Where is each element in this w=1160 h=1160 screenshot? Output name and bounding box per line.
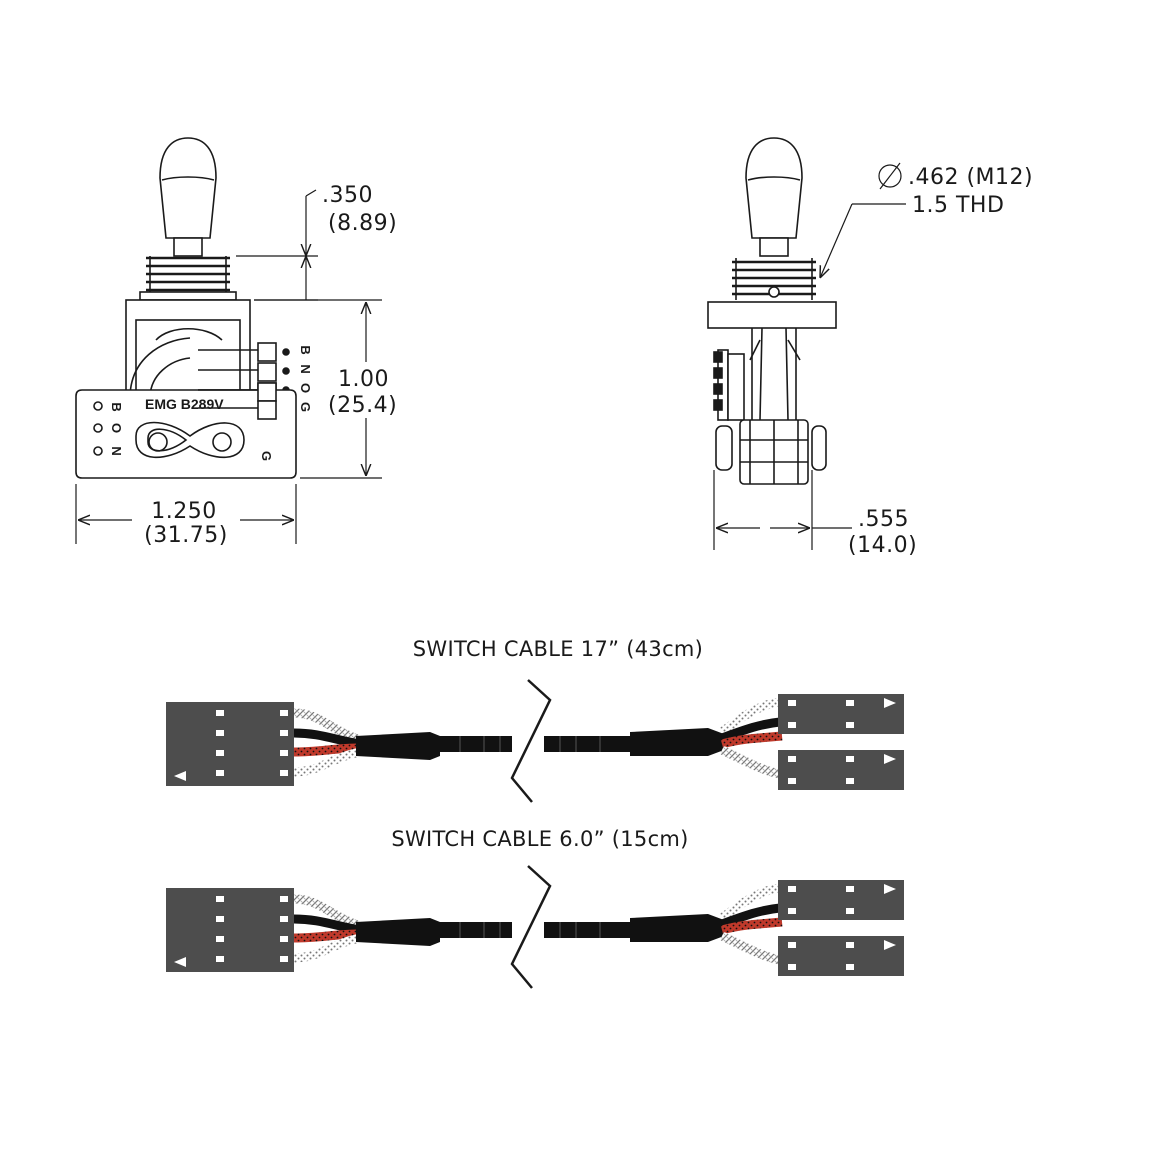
- board-pin-o: O: [109, 423, 124, 433]
- dim-350-mm: (8.89): [328, 211, 397, 236]
- pin-label-o: O: [298, 383, 313, 393]
- cable-1: [166, 679, 904, 803]
- board-pin-n: N: [109, 446, 124, 455]
- side-threaded-bushing: [732, 258, 816, 300]
- cable-2-left-connector: [166, 888, 294, 972]
- dim-555-mm: (14.0): [848, 533, 917, 558]
- dim-1250-mm: (31.75): [144, 523, 228, 548]
- pin-label-b: B: [298, 345, 313, 354]
- cable-1-right-connector-b: [778, 750, 904, 790]
- cable-2-caption: SWITCH CABLE 6.0” (15cm): [391, 827, 688, 851]
- pin-labels: B N O G: [298, 345, 313, 412]
- dim-100-mm: (25.4): [328, 393, 397, 418]
- side-view: [707, 137, 837, 485]
- side-toggle-tip: [745, 137, 803, 239]
- board-pin-g: G: [259, 451, 274, 461]
- cable-1-right-connector-a: [778, 694, 904, 734]
- threaded-bushing: [139, 256, 237, 301]
- dim-1250-in: 1.250: [151, 499, 216, 524]
- board-pin-labels: B O N G: [109, 402, 274, 461]
- cable-2-right-connector-a: [778, 880, 904, 920]
- model-label: EMG B289V: [145, 396, 224, 412]
- thread-pitch: 1.5 THD: [912, 193, 1004, 218]
- cable-2-right-connector-b: [778, 936, 904, 976]
- board-oval: [135, 421, 245, 459]
- dim-555: [713, 470, 852, 550]
- dim-555-in: .555: [858, 507, 909, 532]
- side-mount-plate: [707, 301, 837, 329]
- pin-label-n: N: [298, 364, 313, 373]
- cable-1-caption: SWITCH CABLE 17” (43cm): [413, 637, 703, 661]
- cable-1-left-connector: [166, 702, 294, 786]
- switch-body: [125, 299, 251, 399]
- front-view: [75, 137, 297, 479]
- dim-350: [236, 189, 318, 301]
- dim-100: [254, 299, 382, 479]
- cable-2: [166, 865, 904, 989]
- thread-leader: [820, 162, 906, 278]
- toggle-tip: [159, 137, 217, 239]
- dim-100-in: 1.00: [338, 367, 389, 392]
- board-pin-b: B: [109, 402, 124, 411]
- pin-label-g: G: [298, 402, 313, 412]
- dim-350-in: .350: [322, 183, 373, 208]
- dim-1250: [75, 484, 297, 544]
- thread-diameter: .462 (M12): [908, 165, 1033, 190]
